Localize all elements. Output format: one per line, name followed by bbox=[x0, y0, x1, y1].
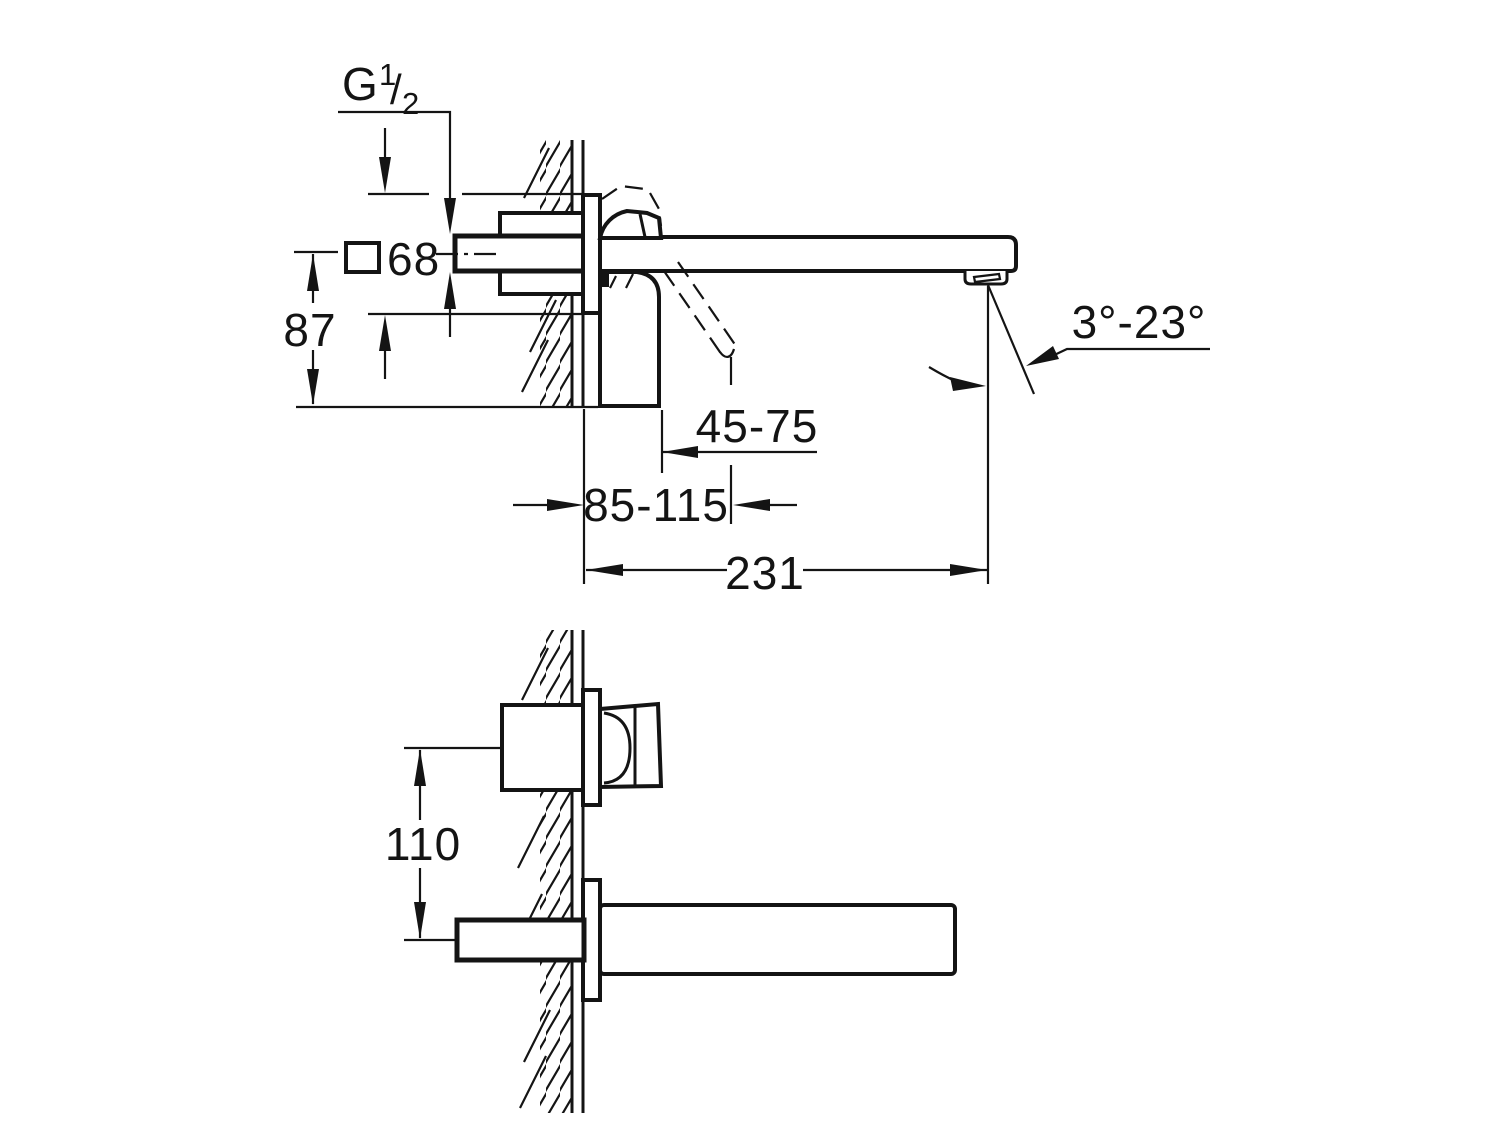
dim-label-110: 110 bbox=[385, 818, 461, 870]
arrowhead bbox=[444, 272, 456, 309]
arrowhead bbox=[307, 254, 319, 291]
arrowhead bbox=[444, 198, 456, 234]
arrowhead bbox=[307, 369, 319, 405]
dim-center-110: 110 bbox=[385, 746, 501, 942]
dim-label-231: 231 bbox=[725, 547, 805, 599]
dim-range-45-75: 45-75 bbox=[660, 400, 819, 473]
dim-label-plate-size: 68 bbox=[387, 233, 440, 285]
handle-base bbox=[597, 208, 664, 240]
dim-projection-231: 231 bbox=[582, 286, 990, 599]
arrowhead bbox=[414, 749, 426, 786]
handle-escutcheon bbox=[581, 688, 602, 807]
dim-label-87: 87 bbox=[283, 304, 336, 356]
aerator-screen bbox=[972, 272, 1002, 284]
dim-height-87: 87 bbox=[283, 250, 598, 409]
cover-plate bbox=[598, 270, 661, 408]
dim-thread-g-half: G1/2 bbox=[338, 57, 456, 337]
dim-label-angle: 3°-23° bbox=[1072, 296, 1207, 348]
angle-reference-line bbox=[986, 284, 1036, 395]
handle-inwall-body bbox=[500, 703, 586, 792]
dim-label-45-75: 45-75 bbox=[696, 400, 819, 452]
arrowhead bbox=[662, 446, 698, 458]
arrowhead bbox=[733, 499, 770, 511]
wall-plate-section bbox=[581, 193, 602, 315]
arrowhead bbox=[586, 564, 623, 576]
arrowhead bbox=[379, 157, 391, 193]
handle-swing-line bbox=[663, 270, 723, 356]
plan-view: 110 bbox=[385, 630, 957, 1113]
arrowhead bbox=[1026, 346, 1059, 366]
plate-gap-shadow bbox=[601, 272, 609, 287]
spout-profile bbox=[598, 235, 1018, 273]
handle-knob bbox=[598, 701, 664, 790]
arrowhead bbox=[950, 564, 987, 576]
arrowhead bbox=[414, 902, 426, 939]
dim-plate-68: 68 bbox=[344, 128, 583, 379]
handle-swing-line bbox=[677, 261, 737, 347]
side-section-view: G1/2 68 87 bbox=[283, 57, 1210, 599]
dim-range-85-115: 85-115 bbox=[513, 357, 797, 531]
arrowhead bbox=[379, 315, 391, 351]
handle-tip-hook bbox=[719, 348, 736, 358]
dim-label-85-115: 85-115 bbox=[583, 479, 729, 531]
arrowhead bbox=[950, 377, 986, 391]
arrowhead bbox=[547, 499, 584, 511]
spout-plan bbox=[598, 903, 957, 976]
spout-inwall-stub bbox=[454, 917, 587, 963]
wall-section-hatch bbox=[515, 630, 585, 1113]
angle-leader-line bbox=[1047, 347, 1210, 359]
dim-angle-3-23: 3°-23° bbox=[928, 284, 1210, 395]
handle-hidden-outline bbox=[597, 184, 737, 358]
square-symbol bbox=[344, 241, 381, 274]
